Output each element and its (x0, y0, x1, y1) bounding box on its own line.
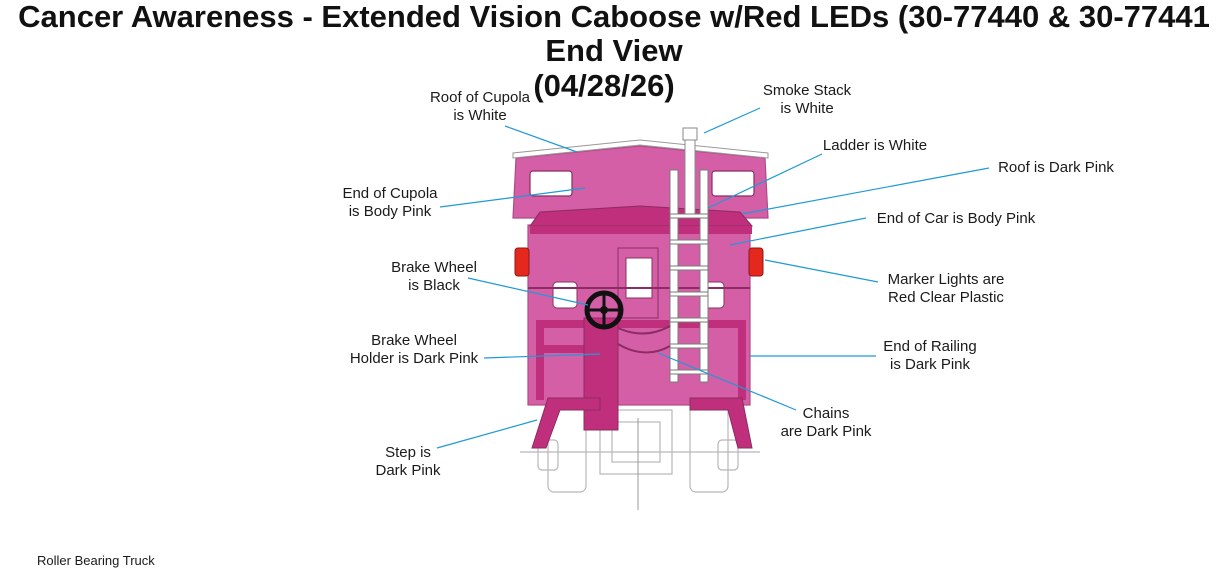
leader-lines (436, 107, 990, 449)
diagram-title: Cancer Awareness - Extended Vision Caboo… (18, 0, 1210, 34)
view-label: End View (545, 33, 683, 68)
cupola-roof (512, 139, 769, 159)
callout-end-of-car: End of Car is Body Pink (876, 210, 1036, 227)
roof-edge (530, 226, 752, 234)
marker-lights (514, 247, 764, 277)
date-label: (04/28/26) (533, 68, 675, 103)
smoke-stack (682, 127, 698, 217)
car-body (527, 205, 754, 406)
callout-roof: Roof is Dark Pink (998, 159, 1114, 176)
steps (531, 397, 753, 449)
end-window-left (552, 281, 578, 309)
cupola-window-left (529, 170, 573, 197)
chains (617, 325, 671, 354)
ladder (669, 169, 709, 383)
brake-wheel (584, 290, 624, 330)
end-railing (536, 320, 746, 400)
callout-ladder: Ladder is White (822, 137, 928, 154)
door-window (625, 257, 653, 299)
cupola-window-right (711, 170, 755, 197)
brake-wheel-holder (583, 317, 619, 431)
